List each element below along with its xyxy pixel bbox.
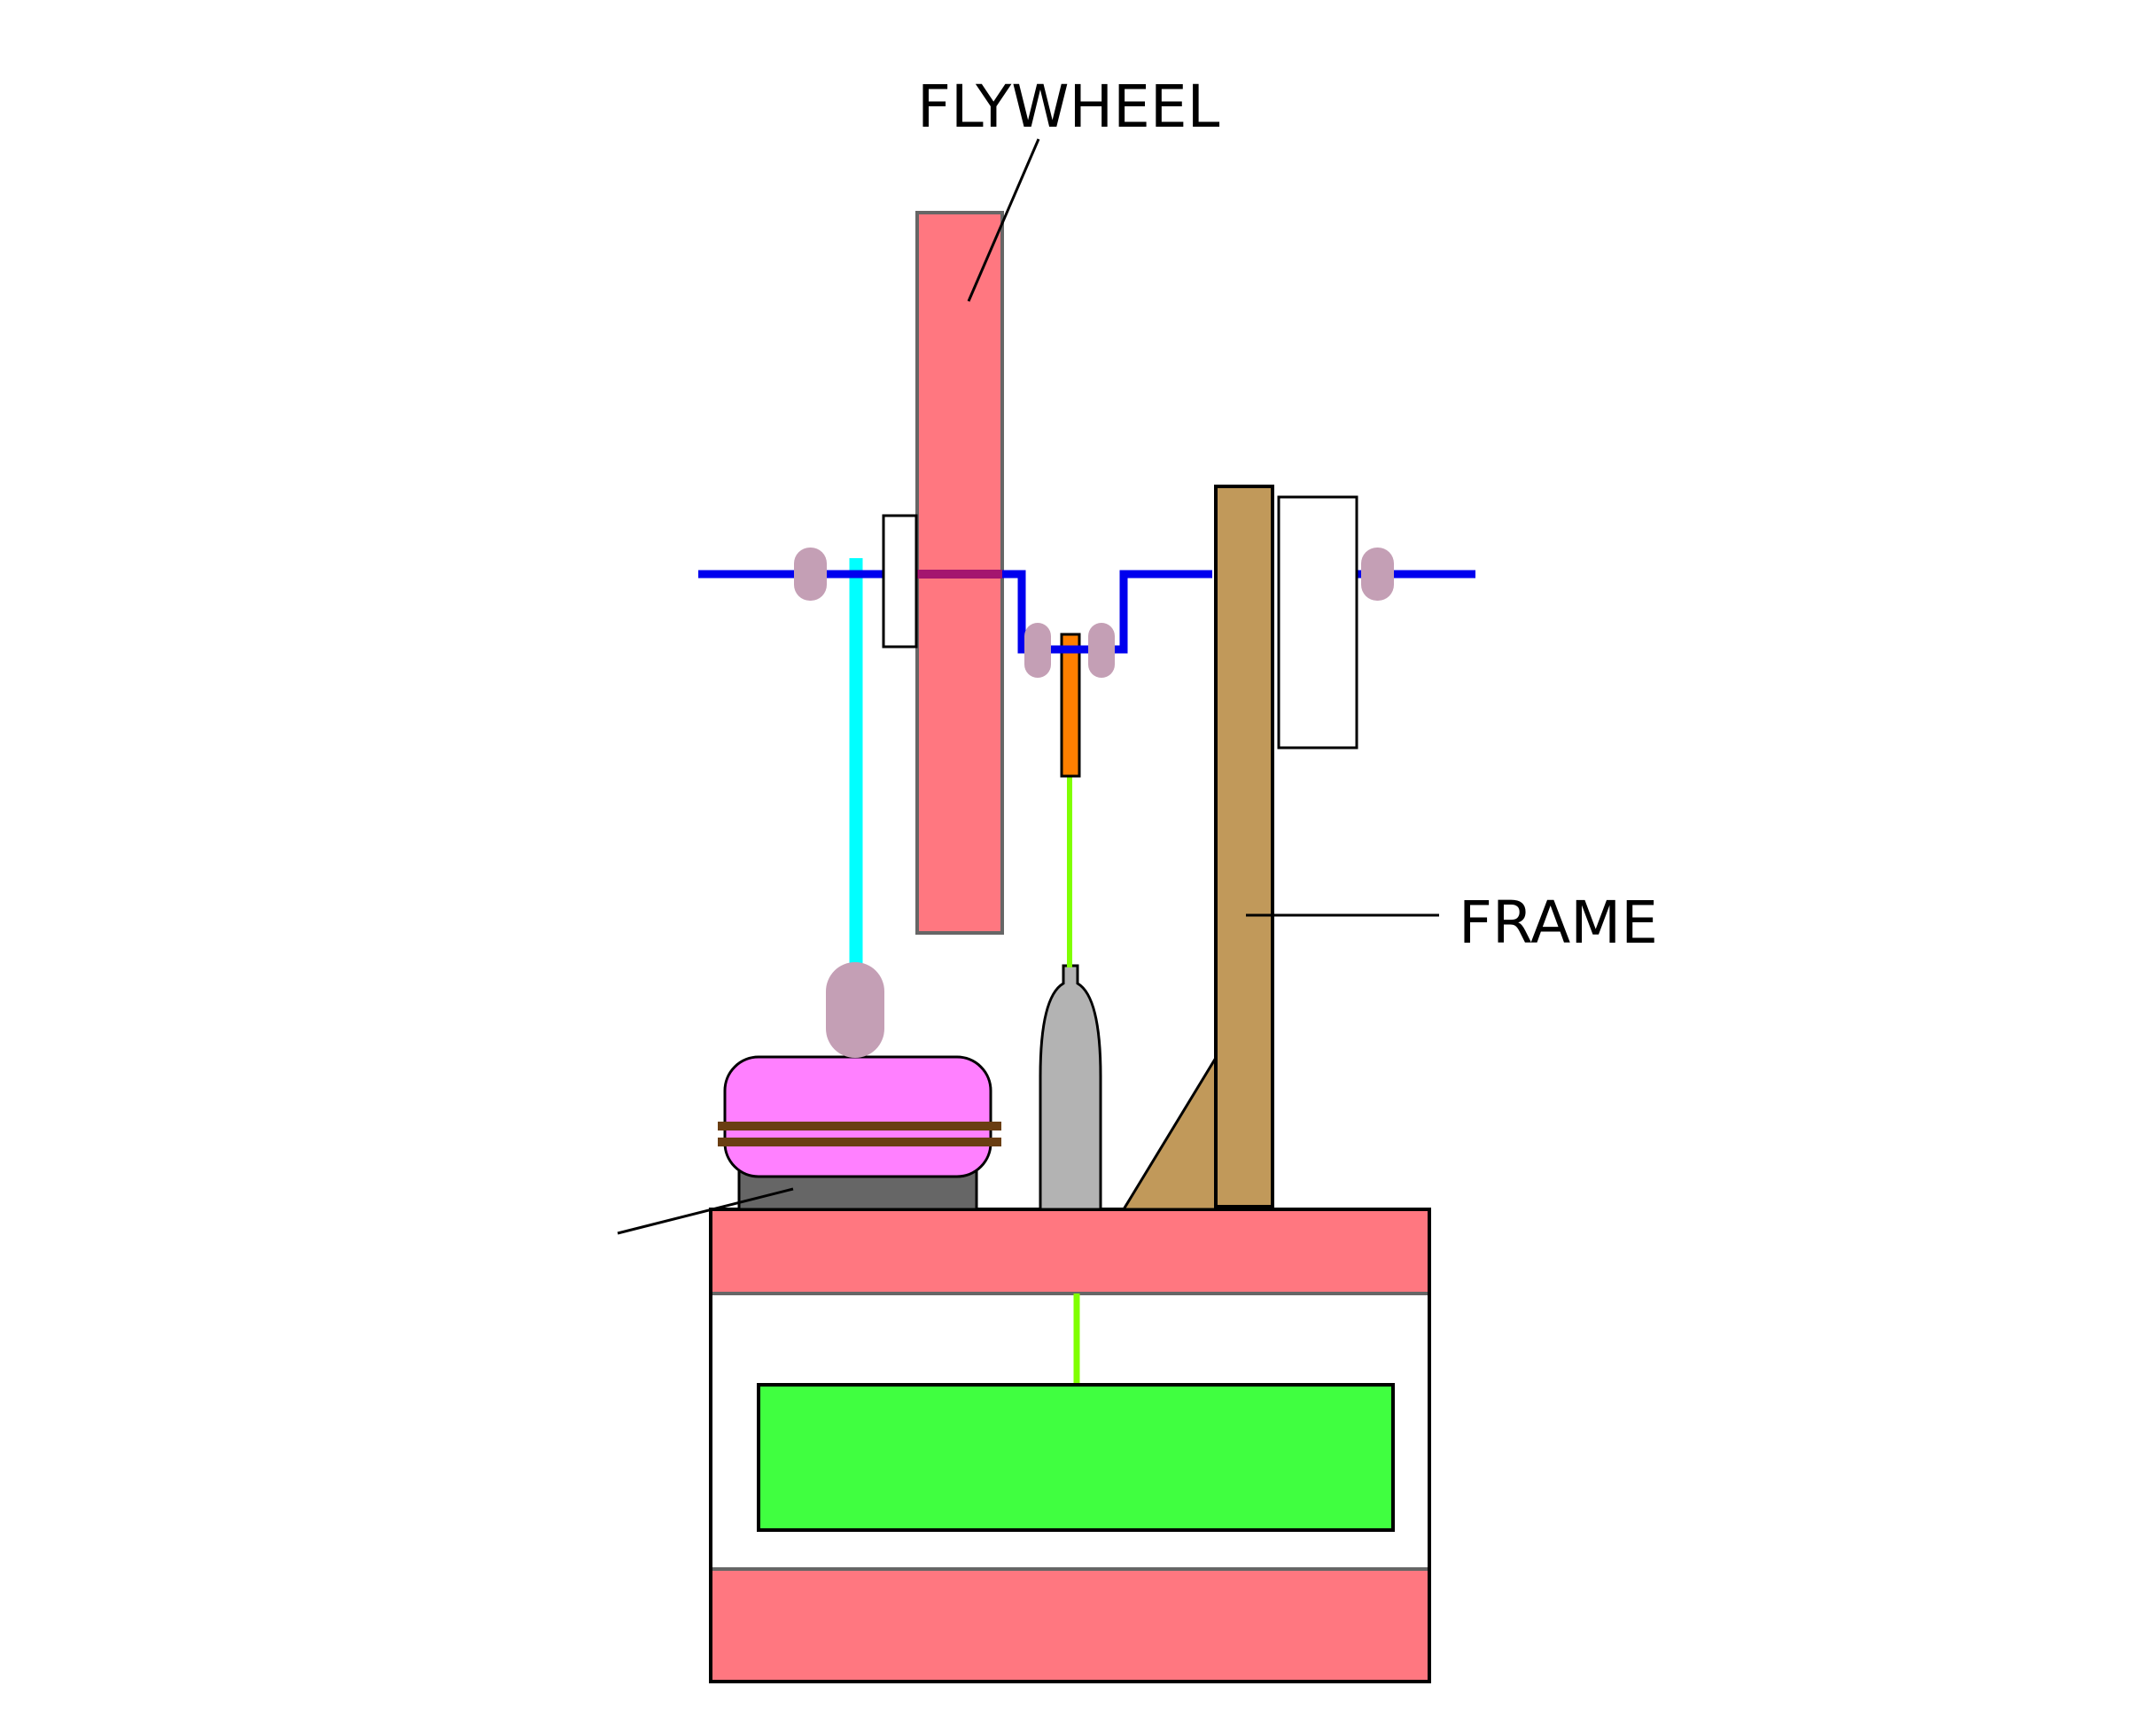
bearing-crank-right — [1088, 623, 1115, 678]
clamp-band-upper — [718, 1122, 1001, 1130]
frame-support-gusset — [1121, 1053, 1218, 1211]
rod-bearing-bottom — [826, 962, 884, 1058]
displacer-cylinder-assembly — [718, 1055, 1001, 1211]
flywheel-hub — [882, 514, 918, 649]
bearing-left — [794, 548, 827, 601]
base-bottom-plate — [709, 1567, 1431, 1683]
base-assembly — [709, 1208, 1431, 1683]
flywheel-leader-line — [967, 138, 1040, 302]
base-leader-line — [617, 1187, 794, 1235]
frame-label: FRAME — [1459, 889, 1658, 957]
displacer-plate — [757, 1383, 1395, 1532]
frame-bearing-block — [1277, 495, 1358, 750]
clamp-band-lower — [718, 1138, 1001, 1146]
base-top-plate — [709, 1208, 1431, 1295]
frame — [1214, 485, 1274, 1208]
bearing-crank-left — [1024, 623, 1051, 678]
displacer-cylinder — [723, 1055, 992, 1178]
flywheel-label: FLYWHEEL — [917, 73, 1220, 141]
connecting-rod — [1060, 633, 1081, 778]
power-piston — [1039, 964, 1102, 1211]
bearing-right — [1361, 548, 1394, 601]
